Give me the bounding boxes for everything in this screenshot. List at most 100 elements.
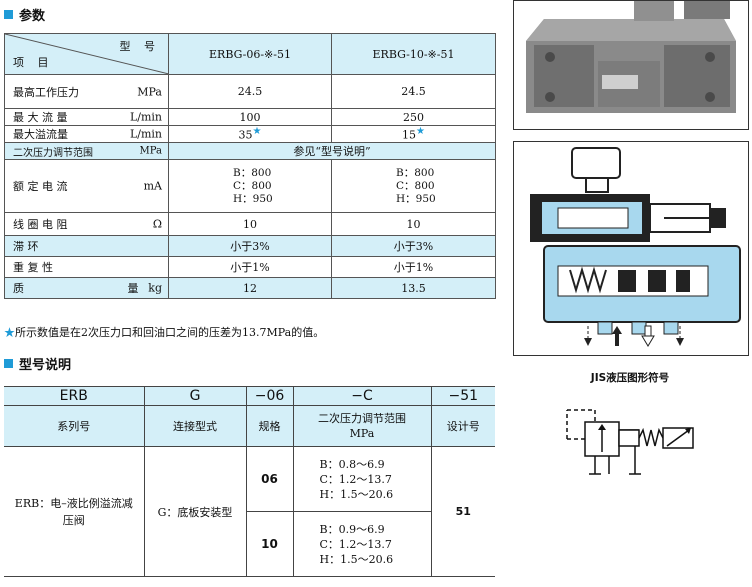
- row-label: 最高工作压力 MPa: [4, 74, 169, 109]
- cross-section-image: [514, 142, 748, 355]
- current-c: C：800: [233, 179, 272, 192]
- product-photo: [513, 0, 749, 130]
- desc-pressure-unit: MPa: [349, 427, 375, 440]
- model-row-06: ERB：电–液比例溢流减压阀 G：底板安装型 06 B：0.8～6.9 C：1.…: [4, 446, 495, 577]
- value-cell: 13.5: [331, 277, 496, 299]
- value-cell: 250: [331, 108, 496, 126]
- unit-text: MPa: [139, 145, 162, 157]
- params-title-text: 参数: [19, 9, 46, 24]
- row-secondary-pressure: 二次压力调节范围 MPa 参见“型号说明”: [4, 142, 496, 160]
- desc-size: 规格: [246, 405, 294, 447]
- row-repeatability: 重 复 性 小于1% 小于1%: [4, 256, 496, 278]
- header-diagonal-cell: 型 号 项 目: [4, 33, 169, 75]
- header-col1: ERBG-06-※-51: [168, 33, 332, 75]
- section-square-icon: [4, 359, 13, 368]
- range-b: B：0.9～6.9: [319, 522, 385, 536]
- current-h: H：950: [233, 192, 273, 205]
- label-text: 重 复 性: [13, 261, 53, 274]
- star-icon: ★: [4, 326, 15, 339]
- current-b: B：800: [233, 166, 272, 179]
- desc-design: 设计号: [431, 405, 495, 447]
- row-coil-resistance: 线 圈 电 阻 Ω 10 10: [4, 212, 496, 236]
- value-cell: 10: [168, 212, 332, 236]
- code-g: G: [144, 386, 247, 406]
- row-label: 最大溢流量 L/min: [4, 125, 169, 143]
- diagonal-line: [5, 34, 169, 74]
- jis-hydraulic-symbol: [555, 400, 705, 480]
- note-text: 所示数值是在2次压力口和回油口之间的压差为13.7MPa的值。: [15, 326, 325, 339]
- size-06: 06: [246, 446, 294, 512]
- value-cell: 小于1%: [168, 256, 332, 278]
- star-icon: ★: [416, 126, 425, 138]
- label-text: 最 大 流 量: [13, 111, 68, 124]
- merged-value-cell: 参见“型号说明”: [168, 142, 496, 160]
- unit-text: L/min: [129, 127, 162, 141]
- value-cell: 24.5: [168, 74, 332, 109]
- range-h: H：1.5～20.6: [319, 487, 394, 501]
- series-desc: ERB：电–液比例溢流减压阀: [4, 446, 145, 577]
- range-06: B：0.8～6.9 C：1.2～13.7 H：1.5～20.6: [293, 446, 432, 512]
- model-title-text: 型号说明: [19, 358, 72, 373]
- label-text: 额 定 电 流: [13, 180, 68, 193]
- value-cell-multi: B：800 C：800 H：950: [168, 159, 332, 213]
- label-text: 滞 环: [13, 240, 39, 253]
- section-square-icon: [4, 10, 13, 19]
- value-text: 15: [402, 128, 417, 142]
- header-model-label: 型 号: [119, 40, 160, 53]
- label-text: 线 圈 电 阻: [13, 218, 68, 231]
- value-cell: 小于3%: [168, 235, 332, 257]
- unit-text: Ω: [152, 217, 162, 231]
- desc-connection: 连接型式: [144, 405, 247, 447]
- current-h: H：950: [396, 192, 436, 205]
- range-c: C：1.2～13.7: [319, 537, 392, 551]
- current-b: B：800: [396, 166, 435, 179]
- range-b: B：0.8～6.9: [319, 457, 385, 471]
- design-number: 51: [431, 446, 495, 577]
- cross-section-diagram: [513, 141, 749, 356]
- value-cell-multi: B：800 C：800 H：950: [331, 159, 496, 213]
- value-cell: 10: [331, 212, 496, 236]
- params-header-row: 型 号 项 目 ERBG-06-※-51 ERBG-10-※-51: [4, 33, 496, 75]
- value-cell: 24.5: [331, 74, 496, 109]
- header-col2: ERBG-10-※-51: [331, 33, 496, 75]
- header-item-label: 项 目: [13, 56, 54, 69]
- jis-symbol-image: [566, 409, 694, 475]
- params-section-title: 参数: [4, 9, 45, 25]
- code-size: −06: [246, 386, 294, 406]
- value-cell: 小于3%: [331, 235, 496, 257]
- code-pressure: −C: [293, 386, 432, 406]
- connection-desc: G：底板安装型: [144, 446, 247, 577]
- size-10: 10: [246, 511, 294, 577]
- row-label: 额 定 电 流 mA: [4, 159, 169, 213]
- unit-text: kg: [148, 281, 162, 295]
- value-cell: 小于1%: [331, 256, 496, 278]
- range-10: B：0.9～6.9 C：1.2～13.7 H：1.5～20.6: [293, 511, 432, 577]
- params-table: 型 号 项 目 ERBG-06-※-51 ERBG-10-※-51 最高工作压力…: [4, 33, 496, 299]
- row-max-pressure: 最高工作压力 MPa 24.5 24.5: [4, 74, 496, 109]
- code-design: −51: [431, 386, 495, 406]
- label-text: 最大溢流量: [13, 128, 68, 141]
- jis-symbol-title: JIS液压图形符号: [590, 372, 670, 384]
- row-label: 重 复 性: [4, 256, 169, 278]
- label-text: 质 量: [13, 282, 189, 295]
- label-text: 二次压力调节范围: [13, 147, 93, 159]
- value-cell: 100: [168, 108, 332, 126]
- row-rated-current: 额 定 电 流 mA B：800 C：800 H：950 B：800 C：800 …: [4, 159, 496, 213]
- value-text: 35: [238, 128, 253, 142]
- unit-text: mA: [143, 179, 162, 193]
- valve-photo-image: [514, 1, 748, 129]
- label-text: 最高工作压力: [13, 85, 79, 99]
- range-h: H：1.5～20.6: [319, 552, 394, 566]
- desc-pressure-line1: 二次压力调节范围: [318, 412, 406, 425]
- model-table: ERB G −06 −C −51 系列号 连接型式 规格 二次压力调节范围 MP…: [4, 386, 495, 577]
- params-note: ★所示数值是在2次压力口和回油口之间的压差为13.7MPa的值。: [4, 324, 324, 340]
- row-hysteresis: 滞 环 小于3% 小于3%: [4, 235, 496, 257]
- unit-text: MPa: [137, 85, 162, 98]
- code-erb: ERB: [4, 386, 145, 406]
- row-label: 二次压力调节范围 MPa: [4, 142, 169, 160]
